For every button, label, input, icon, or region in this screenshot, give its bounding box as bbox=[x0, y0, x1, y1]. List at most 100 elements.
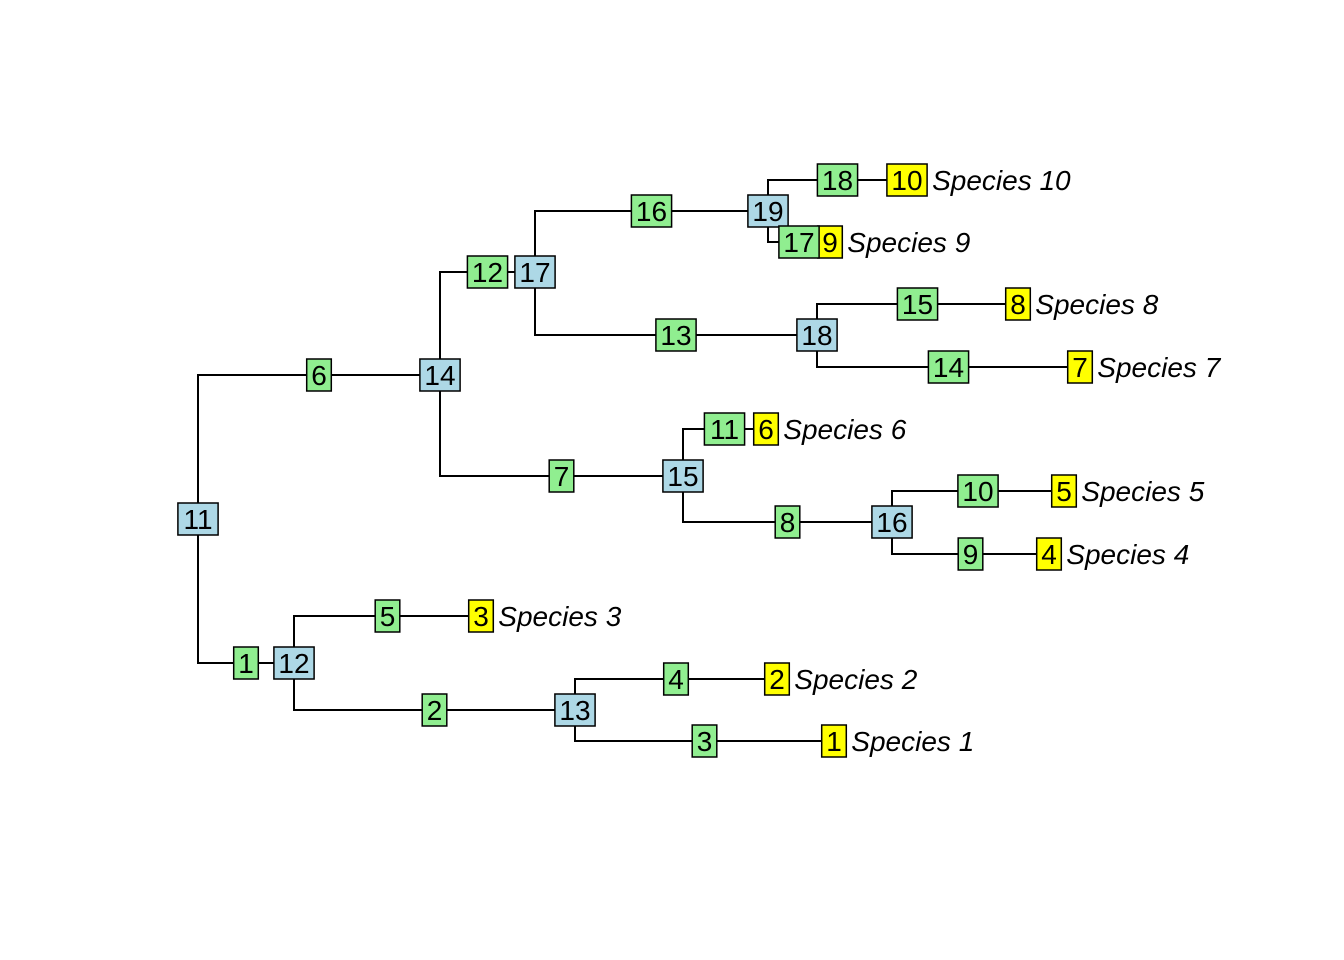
edge-label-box bbox=[466, 255, 509, 289]
edge-label-text: 14 bbox=[933, 352, 964, 383]
edge-label: 6 bbox=[305, 358, 333, 392]
edge-label: 11 bbox=[703, 412, 746, 446]
edge-label-text: 9 bbox=[963, 539, 979, 570]
node-label: 13 bbox=[554, 693, 596, 727]
node-label-text: 11 bbox=[183, 504, 212, 535]
edge-label-text: 2 bbox=[427, 695, 443, 726]
node-label-text: 14 bbox=[424, 360, 455, 391]
edge-label-box bbox=[896, 287, 939, 321]
species-name: Species 8 bbox=[1035, 289, 1158, 320]
edge-label: 2 bbox=[421, 693, 448, 727]
edge-label: 8 bbox=[774, 505, 801, 539]
node-label: 16 bbox=[871, 505, 913, 539]
branch-line bbox=[197, 374, 440, 519]
edge-label-box bbox=[816, 163, 859, 197]
edge-label-box bbox=[957, 537, 984, 571]
node-label-text: 19 bbox=[752, 196, 783, 227]
species-name: Species 6 bbox=[783, 414, 906, 445]
node-label: 11 bbox=[177, 502, 219, 536]
edge-label-text: 11 bbox=[710, 414, 739, 445]
edge-label: 3 bbox=[691, 724, 718, 758]
edge-label-box bbox=[691, 724, 718, 758]
edge-label: 16 bbox=[630, 194, 673, 228]
edge-label-text: 5 bbox=[380, 601, 396, 632]
tip-label-box bbox=[763, 662, 791, 696]
node-label-text: 17 bbox=[519, 257, 550, 288]
edge-label-box bbox=[374, 599, 401, 633]
edge-label: 15 bbox=[896, 287, 939, 321]
edge-label-box bbox=[703, 412, 746, 446]
species-name: Species 2 bbox=[794, 664, 917, 695]
node-label: 18 bbox=[796, 318, 838, 352]
node-label-box bbox=[554, 693, 596, 727]
edge-label-text: 6 bbox=[311, 360, 327, 391]
tip-label: 9 bbox=[816, 225, 844, 259]
edge-label-text: 10 bbox=[962, 476, 993, 507]
edge-label-box bbox=[655, 318, 697, 352]
tip-label-box bbox=[467, 599, 495, 633]
edge-label: 12 bbox=[466, 255, 509, 289]
node-label-text: 12 bbox=[278, 648, 309, 679]
tip-label-text: 9 bbox=[822, 227, 838, 258]
node-label: 19 bbox=[747, 194, 789, 228]
species-name: Species 7 bbox=[1097, 352, 1221, 383]
edge-label: 18 bbox=[816, 163, 859, 197]
edge-label-text: 3 bbox=[697, 726, 713, 757]
edge-label-text: 15 bbox=[902, 289, 933, 320]
node-label-box bbox=[796, 318, 838, 352]
edge-label-text: 7 bbox=[554, 461, 570, 492]
edge-label-text: 17 bbox=[783, 227, 814, 258]
edge-label: 10 bbox=[957, 474, 999, 508]
branch-line bbox=[534, 210, 768, 272]
node-label-text: 16 bbox=[876, 507, 907, 538]
edge-label: 17 bbox=[778, 225, 820, 259]
tip-label-text: 1 bbox=[826, 726, 842, 757]
species-name: Species 10 bbox=[932, 165, 1071, 196]
tip-label-box bbox=[1004, 287, 1032, 321]
edge-label: 1 bbox=[232, 646, 260, 680]
node-label-box bbox=[514, 255, 556, 289]
edge-label-box bbox=[778, 225, 820, 259]
tip-label-box bbox=[1050, 474, 1078, 508]
node-label: 12 bbox=[273, 646, 315, 680]
edge-label-text: 16 bbox=[636, 196, 667, 227]
tip-label-text: 6 bbox=[758, 414, 774, 445]
tip-label-box bbox=[886, 163, 928, 197]
node-label-box bbox=[419, 358, 461, 392]
edge-label-box bbox=[630, 194, 673, 228]
tip-label-text: 2 bbox=[769, 664, 785, 695]
tip-label: 4 bbox=[1035, 537, 1063, 571]
branch-line bbox=[534, 272, 817, 336]
tip-label: 5 bbox=[1050, 474, 1078, 508]
edge-label: 4 bbox=[662, 662, 690, 696]
species-name: Species 9 bbox=[847, 227, 970, 258]
node-label-box bbox=[273, 646, 315, 680]
node-label-box bbox=[177, 502, 219, 536]
edge-label-box bbox=[662, 662, 690, 696]
tip-label: 7 bbox=[1066, 350, 1094, 384]
node-label-box bbox=[871, 505, 913, 539]
edge-label: 14 bbox=[927, 350, 970, 384]
node-label-text: 15 bbox=[667, 461, 698, 492]
edge-label-box bbox=[957, 474, 999, 508]
tip-label-text: 7 bbox=[1072, 352, 1088, 383]
node-label: 14 bbox=[419, 358, 461, 392]
tip-label-text: 3 bbox=[473, 601, 489, 632]
node-label-text: 18 bbox=[801, 320, 832, 351]
tip-label-box bbox=[1066, 350, 1094, 384]
edge-label-box bbox=[548, 459, 575, 493]
edge-label-text: 12 bbox=[472, 257, 503, 288]
tip-label: 8 bbox=[1004, 287, 1032, 321]
node-label: 15 bbox=[662, 459, 704, 493]
edge-label-box bbox=[305, 358, 333, 392]
edge-label-text: 4 bbox=[668, 664, 684, 695]
edge-label: 9 bbox=[957, 537, 984, 571]
tip-label: 10 bbox=[886, 163, 928, 197]
tip-label: 6 bbox=[752, 412, 780, 446]
edge-label-box bbox=[927, 350, 970, 384]
